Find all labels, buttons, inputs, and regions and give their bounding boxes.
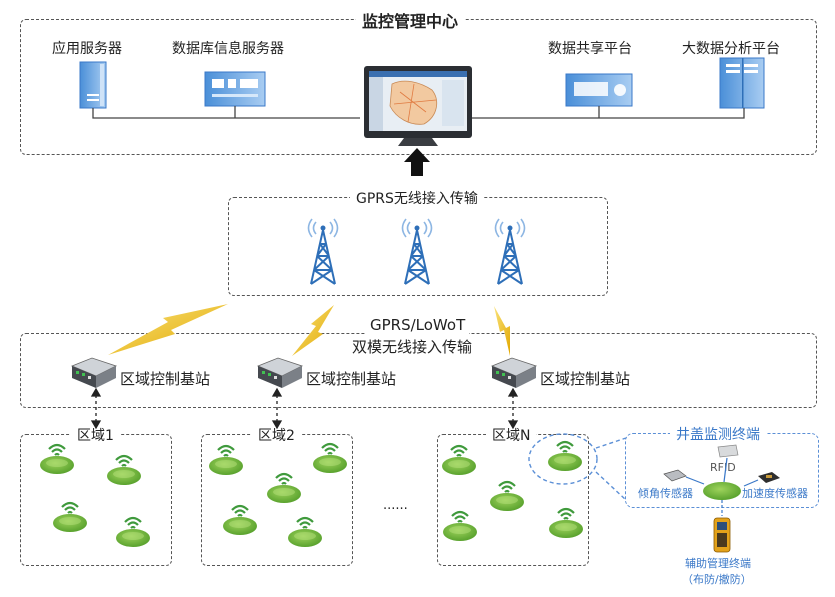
- dual-mode-title-line2: 双模无线接入传输: [352, 338, 473, 356]
- station-label-2: 区域控制基站: [306, 370, 397, 388]
- wireless-bolt-icon-2: [292, 305, 334, 356]
- station-label-n: 区域控制基站: [540, 370, 631, 388]
- region-n-label: 区域N: [486, 425, 537, 445]
- gprs-title: GPRS无线接入传输: [350, 188, 484, 208]
- handheld-terminal-icon: [713, 500, 731, 553]
- base-station-icon-n: [491, 357, 537, 389]
- accel-sensor-label: 加速度传感器: [742, 487, 808, 500]
- center-connector-lines: [92, 106, 745, 119]
- tilt-sensor-label: 倾角传感器: [638, 487, 693, 500]
- region-2-manhole-covers: [209, 444, 347, 547]
- tower-icon-1: [307, 218, 339, 285]
- aux-terminal-label-line1: 辅助管理终端: [685, 557, 751, 570]
- share-platform-icon: [565, 73, 633, 107]
- share-platform-label: 数据共享平台: [548, 41, 632, 57]
- tower-icon-3: [494, 218, 526, 285]
- monitor-icon: [364, 66, 472, 146]
- region-1-manhole-covers: [40, 445, 150, 547]
- terminal-highlight: [528, 433, 627, 501]
- rfid-label: RFID: [710, 461, 736, 474]
- region-n-manhole-covers: [442, 442, 583, 541]
- wireless-bolt-icon-1: [108, 304, 228, 355]
- monitoring-center-title: 监控管理中心: [356, 8, 465, 32]
- wireless-bolt-icon-3: [494, 306, 510, 356]
- bigdata-platform-icon: [719, 57, 765, 109]
- terminal-manhole-cover-icon: [703, 457, 741, 500]
- accel-sensor-icon: [743, 472, 780, 487]
- bigdata-platform-label: 大数据分析平台: [682, 41, 780, 57]
- dual-mode-title-line1: GPRS/LoWoT: [366, 316, 470, 334]
- station-label-1: 区域控制基站: [120, 370, 211, 388]
- db-server-icon: [204, 71, 266, 107]
- tilt-sensor-icon: [663, 469, 705, 485]
- tower-icon-2: [401, 218, 433, 285]
- db-server-label: 数据库信息服务器: [172, 41, 284, 57]
- app-server-label: 应用服务器: [52, 41, 122, 57]
- region-ellipsis: ......: [383, 498, 408, 513]
- upload-arrow-icon: [404, 148, 430, 176]
- aux-terminal-label-line2: （布防/撤防）: [682, 573, 752, 586]
- region-1-label: 区域1: [71, 425, 120, 445]
- rfid-tag-icon: [717, 444, 739, 458]
- base-station-icon-1: [71, 357, 117, 389]
- station-region-links: [90, 387, 519, 430]
- app-server-icon: [79, 61, 107, 109]
- terminal-title: 井盖监测终端: [670, 424, 766, 444]
- region-2-label: 区域2: [252, 425, 301, 445]
- base-station-icon-2: [257, 357, 303, 389]
